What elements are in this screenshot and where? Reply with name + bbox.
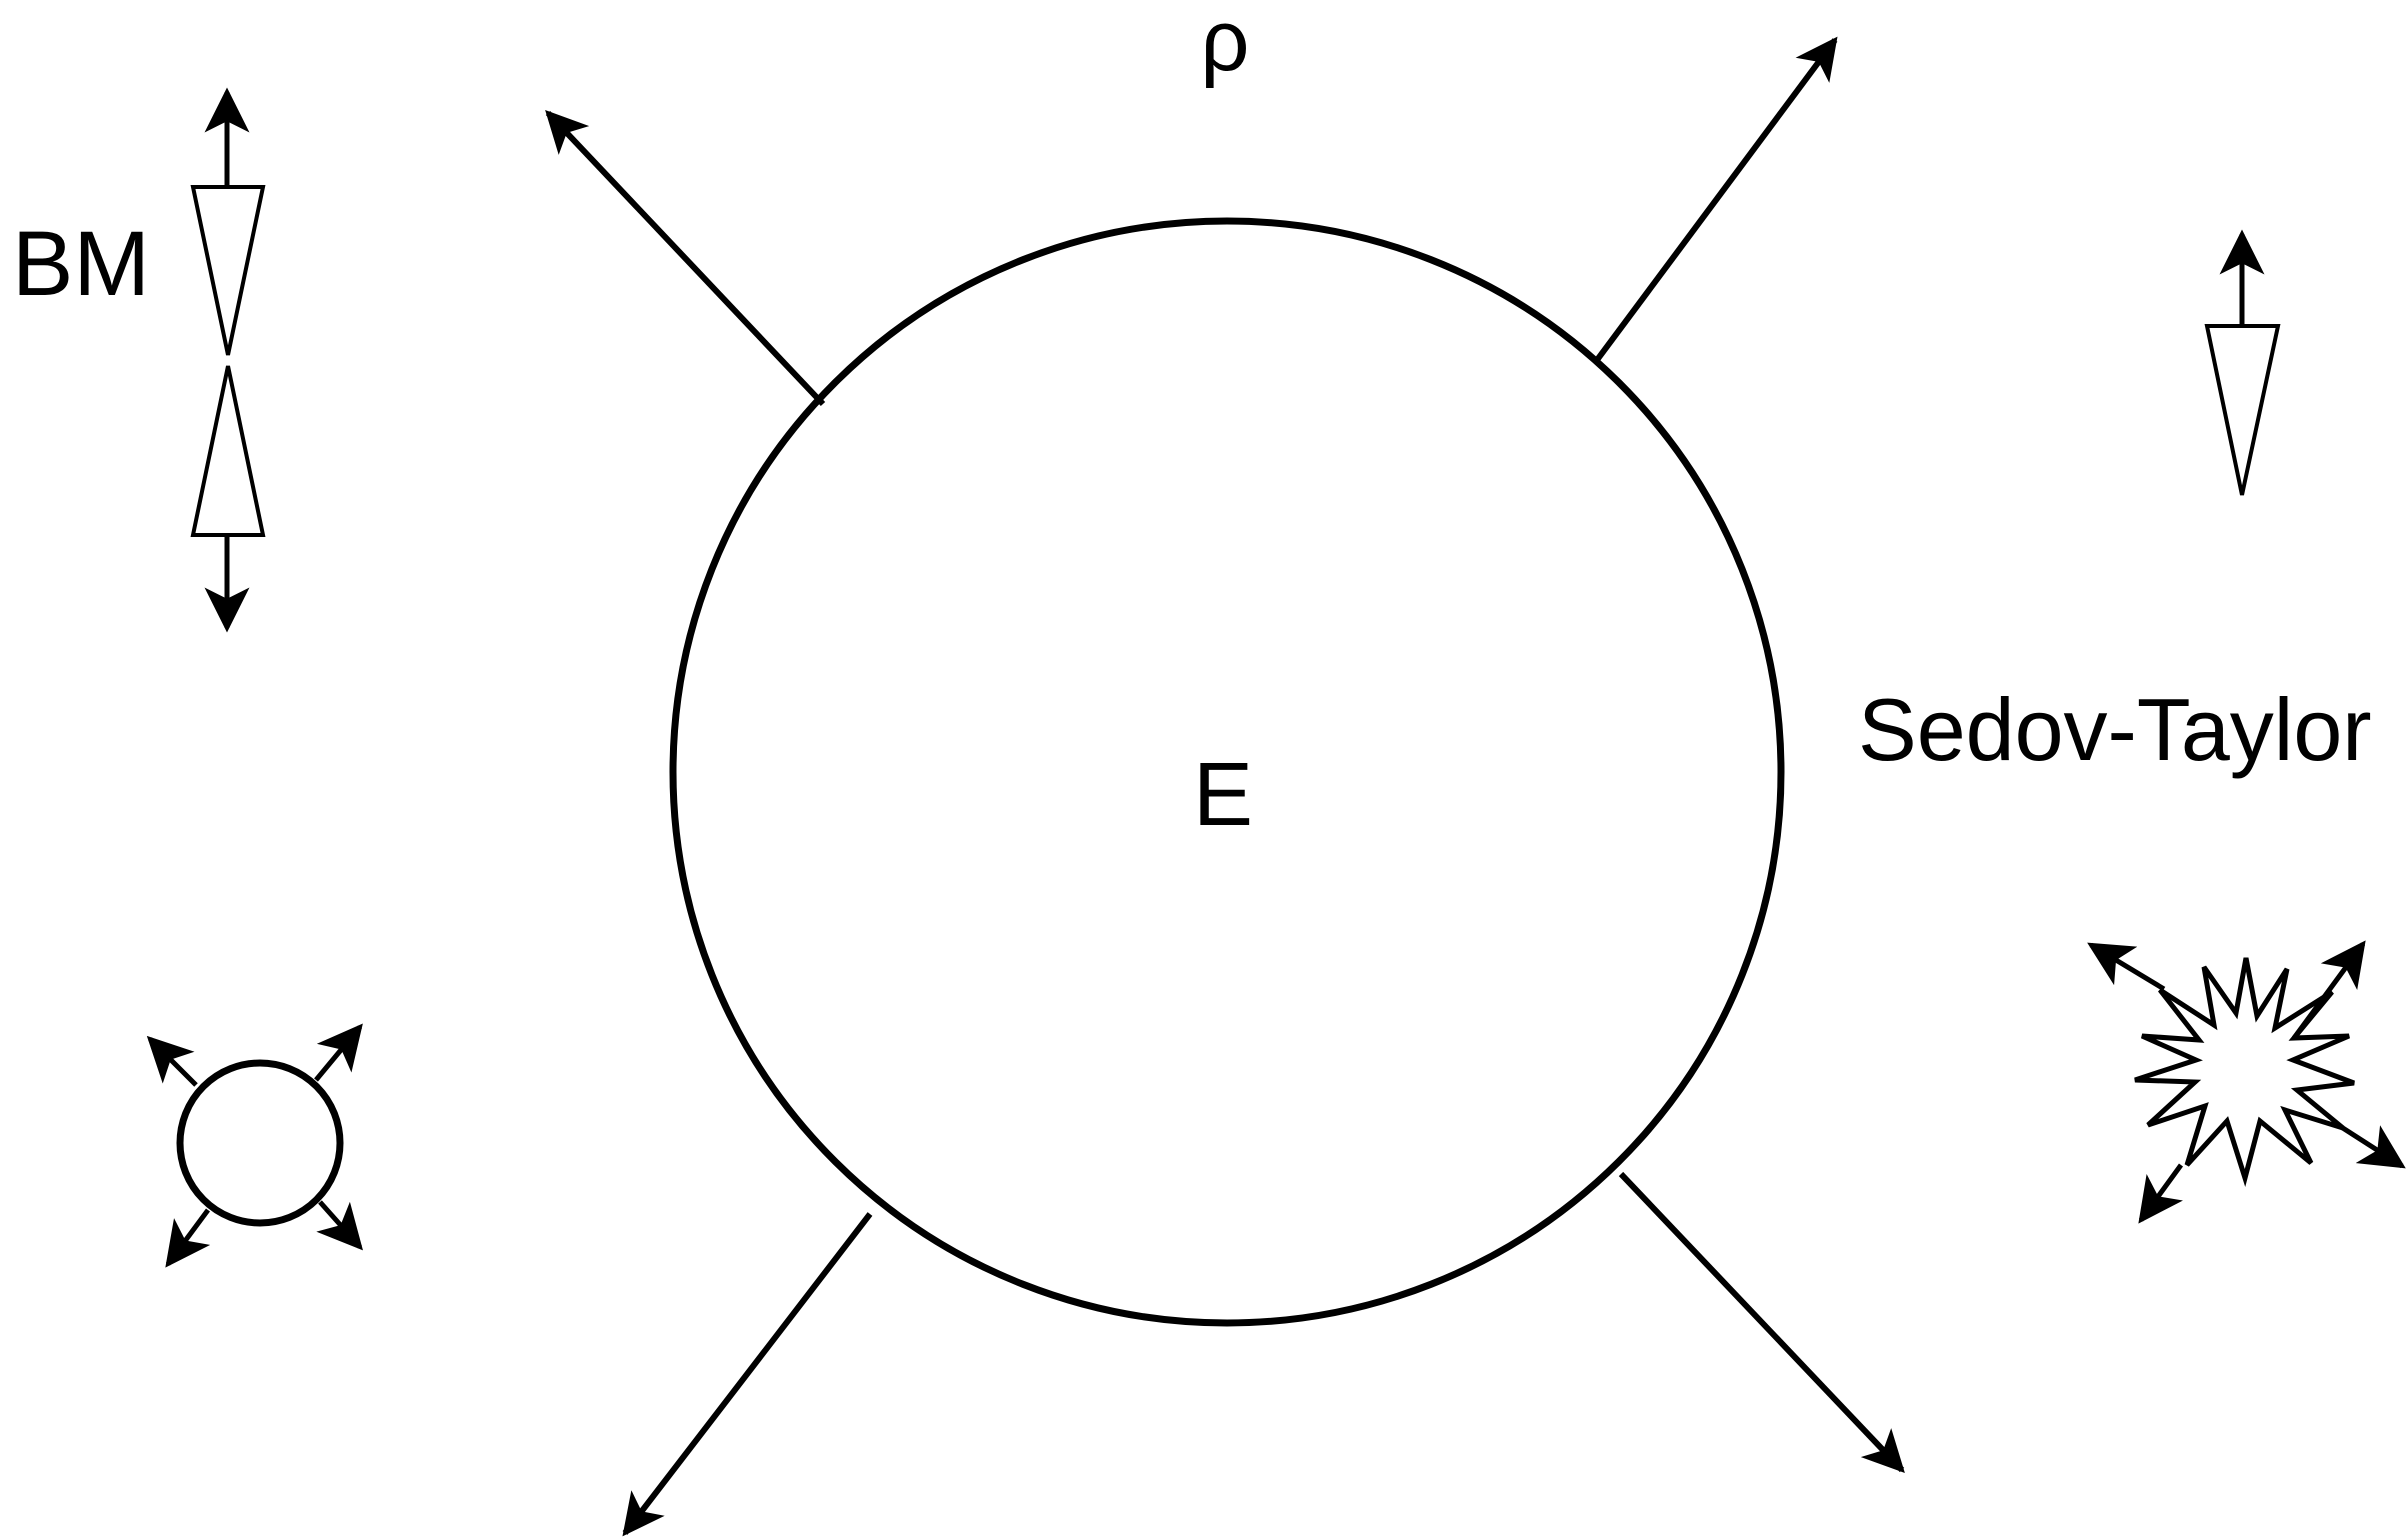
arrow-lower-left	[622, 1212, 873, 1537]
sedov-taylor-triangle	[2204, 324, 2281, 496]
sedov-taylor-symbol	[2204, 229, 2281, 496]
bm-symbol	[190, 87, 266, 633]
arrow-upper-left	[545, 109, 826, 407]
starburst-symbol	[2087, 940, 2406, 1224]
small-sphere	[176, 1059, 344, 1227]
small-sphere-symbol	[146, 1023, 363, 1268]
bm-upper-triangle	[190, 185, 266, 356]
bm-label: BM	[12, 213, 150, 315]
starburst	[2134, 957, 2355, 1187]
arrow-upper-right	[1594, 36, 1838, 362]
blast-sphere-outline	[669, 217, 1785, 1327]
bm-lower-triangle	[190, 365, 266, 537]
arrow-lower-right	[1618, 1171, 1905, 1474]
density-label: ρ	[1201, 0, 1250, 89]
energy-label: E	[1193, 745, 1253, 845]
expansion-arrows	[545, 36, 1905, 1537]
sedov-taylor-label: Sedov-Taylor	[1858, 680, 2372, 779]
